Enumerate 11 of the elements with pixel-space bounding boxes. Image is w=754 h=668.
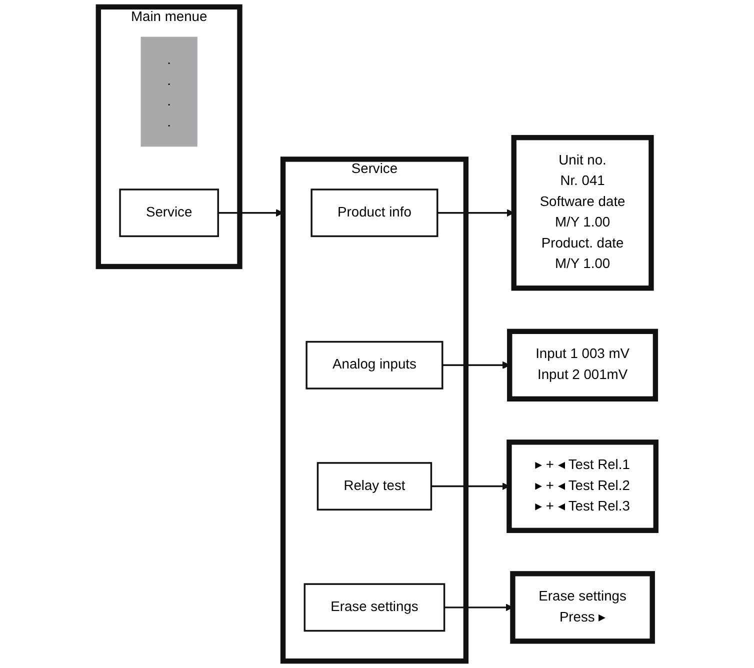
node-box: . . . . bbox=[140, 36, 198, 147]
node-box: Erase settings Press ▸ bbox=[510, 571, 655, 644]
arrow bbox=[218, 209, 284, 217]
node-box: Product info bbox=[310, 188, 438, 238]
node-box: Input 1 003 mV Input 2 001mV bbox=[506, 328, 658, 402]
node-box: Erase settings bbox=[304, 583, 446, 632]
node-box: Service bbox=[119, 188, 219, 238]
node-box: ▸ + ◂ Test Rel.1 ▸ + ◂ Test Rel.2 ▸ + ◂ Test Rel.3 bbox=[506, 440, 658, 534]
node-box: Unit no. Nr. 041 Software date M/Y 1.00 Product. date M/Y 1.00 bbox=[511, 134, 654, 291]
node-box: Relay test bbox=[316, 462, 432, 511]
node-box: Analog inputs bbox=[306, 340, 444, 390]
